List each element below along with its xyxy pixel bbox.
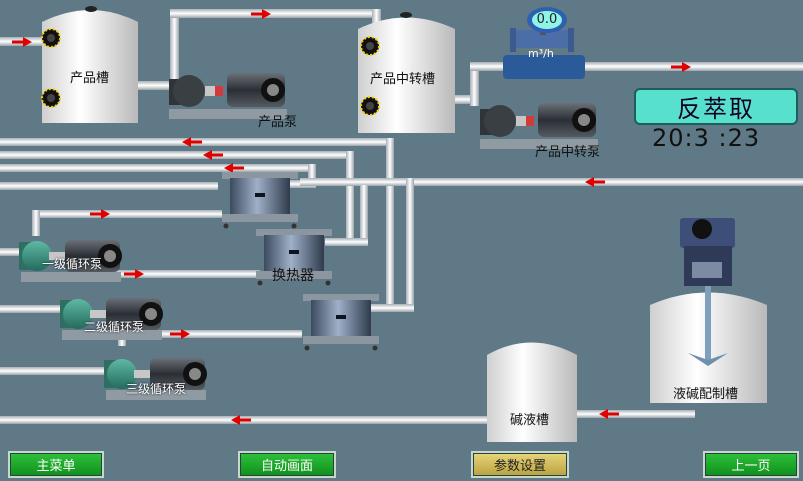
product-tank-label: 产品槽 [70, 71, 110, 86]
product-transfer-tank [358, 12, 455, 133]
product-tank [41, 6, 138, 123]
alkali-prep-tank-label: 液碱配制槽 [673, 387, 739, 402]
flowmeter [503, 7, 585, 79]
flowmeter-value: 0.0 [536, 12, 558, 27]
alkali-prep-tank [650, 218, 767, 403]
product-transfer-pump-label: 产品中转泵 [535, 145, 601, 160]
main-menu-button[interactable]: 主菜单 [8, 451, 104, 478]
heat-exchanger-3 [303, 294, 379, 351]
flowmeter-unit: m³/h [528, 47, 554, 60]
previous-page-button[interactable]: 上一页 [703, 451, 799, 478]
alkali-tank-label: 碱液槽 [510, 413, 550, 428]
parameter-settings-button[interactable]: 参数设置 [471, 451, 569, 478]
pump3-label: 三级循环泵 [126, 382, 187, 396]
auto-screen-button[interactable]: 自动画面 [238, 451, 336, 478]
pump1-label: 一级循环泵 [42, 257, 103, 271]
process-mode-indicator: 反萃取 [634, 88, 798, 125]
heat-exchanger-1 [222, 172, 298, 229]
product-transfer-tank-label: 产品中转槽 [370, 72, 436, 87]
product-pump-label: 产品泵 [258, 115, 298, 130]
process-timer: 20:3 :23 [652, 124, 761, 152]
alkali-tank [487, 342, 577, 442]
pump2-label: 二级循环泵 [84, 320, 145, 334]
heat-exchanger-label: 换热器 [272, 268, 314, 284]
